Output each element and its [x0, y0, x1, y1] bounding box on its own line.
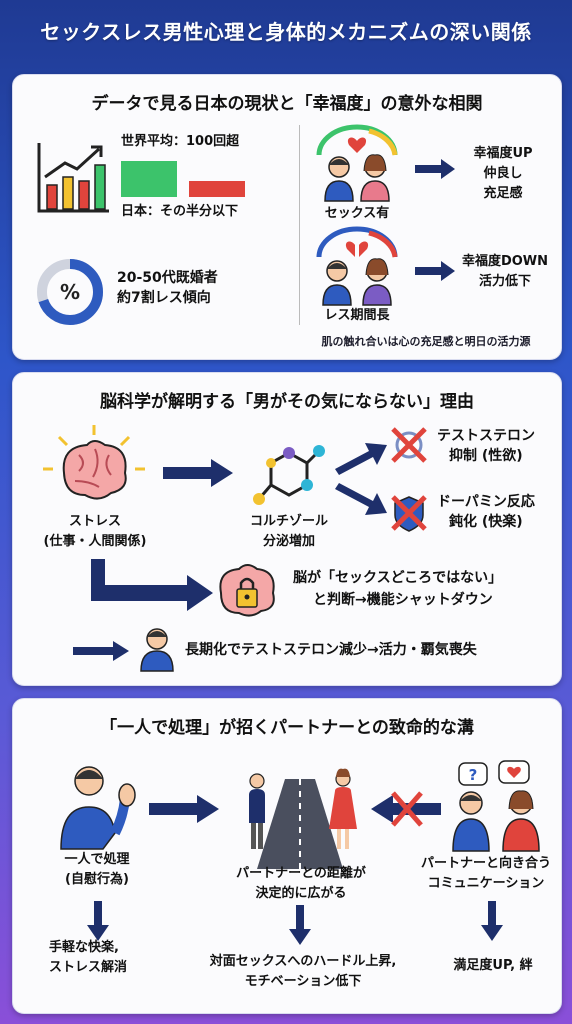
arrow-right-icon	[415, 159, 455, 179]
section2-heading: 脳科学が解明する「男がその気にならない」理由	[100, 392, 474, 412]
world-average-bar	[121, 161, 177, 197]
arrow-right-icon	[163, 459, 233, 487]
longterm-label: 長期化でテストステロン減少→活力・覇気喪失	[185, 642, 477, 658]
dopa-line2: 鈍化 (快楽)	[449, 514, 523, 530]
section3-heading: 「一人で処理」が招くパートナーとの致命的な溝	[100, 718, 474, 738]
section-brain-panel: 脳科学が解明する「男がその気にならない」理由 ストレス (仕事・人間関係) コル…	[12, 372, 562, 686]
section-solo-panel: 「一人で処理」が招くパートナーとの致命的な溝 一人で処理 (自慰行為) パートナ…	[12, 698, 562, 1014]
cortisol-line2: 分泌増加	[262, 534, 315, 549]
arrow-down-icon	[289, 905, 311, 945]
stress-line1: ストレス	[68, 514, 121, 529]
japan-label: 日本：その半分以下	[121, 204, 239, 219]
happy-line2: 仲良し	[483, 166, 523, 181]
brain-line1: 脳が「セックスどころではない」	[293, 570, 503, 586]
percent-symbol: %	[60, 280, 80, 304]
solo-line2: (自慰行為)	[65, 872, 129, 887]
happy-couple-icon	[316, 124, 398, 202]
arrow-down-icon	[481, 901, 503, 941]
arrow-down-right-icon	[335, 483, 387, 515]
satisfy-label: 満足度UP, 絆	[453, 958, 533, 973]
tired-man-icon	[140, 628, 174, 672]
cortisol-line1: コルチゾール	[249, 514, 328, 529]
arrow-right-icon	[149, 795, 219, 823]
with-sex-label: セックス有	[324, 206, 390, 221]
brain-stress-icon	[43, 425, 145, 500]
testosterone-blocked-icon	[391, 427, 427, 463]
sexless-label: レス期間長	[324, 308, 390, 323]
blocked-arrow-left-icon	[371, 791, 441, 827]
hurdle-line2: モチベーション低下	[244, 974, 362, 989]
percent-donut-icon: %	[37, 259, 103, 325]
section1-footer: 肌の触れ合いは心の充足感と明日の活力源	[321, 335, 531, 348]
testo-line1: テストステロン	[437, 428, 535, 444]
solo-line1: 一人で処理	[64, 852, 130, 867]
arrow-right-icon	[415, 261, 455, 281]
title-bar: セックスレス男性心理と身体的メカニズムの深い関係	[0, 0, 572, 60]
elbow-arrow-icon	[91, 559, 213, 611]
dopamine-blocked-icon	[391, 495, 427, 532]
page-title: セックスレス男性心理と身体的メカニズムの深い関係	[40, 19, 532, 44]
married-line1: 20-50代既婚者	[117, 270, 218, 286]
happy-line3: 充足感	[483, 186, 523, 201]
hurdle-line1: 対面セックスへのハードル上昇,	[209, 954, 397, 969]
man-raising-hand-icon	[60, 766, 136, 850]
comm-line2: コミュニケーション	[427, 876, 545, 891]
divider	[299, 125, 300, 325]
arrow-right-icon	[73, 641, 129, 661]
easy-line2: ストレス解消	[49, 960, 128, 975]
japan-bar	[189, 181, 245, 197]
brain-lock-icon	[219, 564, 275, 617]
down-line1: 幸福度DOWN	[461, 254, 549, 269]
cortisol-molecule-icon	[253, 445, 325, 505]
testo-line2: 抑制 (性欲)	[449, 448, 523, 464]
comm-line1: パートナーと向き合う	[420, 856, 551, 871]
distance-line1: パートナーとの距離が	[236, 866, 366, 881]
married-line2: 約7割レス傾向	[117, 290, 211, 306]
brain-line2: と判断→機能シャットダウン	[313, 592, 493, 608]
arrow-down-icon	[87, 901, 109, 941]
arrow-up-right-icon	[335, 443, 387, 475]
talking-couple-icon: ?	[452, 760, 540, 852]
section1-heading: データで見る日本の現状と「幸福度」の意外な相関	[91, 94, 483, 114]
dopa-line1: ドーパミン反応	[437, 494, 535, 510]
distance-road-icon	[249, 768, 357, 869]
easy-line1: 手軽な快楽,	[49, 940, 119, 955]
down-line2: 活力低下	[478, 274, 531, 289]
stress-line2: (仕事・人間関係)	[43, 534, 147, 549]
bar-chart-icon	[37, 143, 109, 213]
question-mark: ?	[469, 766, 478, 784]
sexless-couple-icon	[316, 226, 398, 306]
happy-line1: 幸福度UP	[473, 146, 533, 161]
section-data-panel: データで見る日本の現状と「幸福度」の意外な相関 世界平均：100回超 日本：その…	[12, 74, 562, 360]
distance-line2: 決定的に広がる	[255, 886, 347, 901]
world-average-label: 世界平均：100回超	[121, 134, 240, 149]
